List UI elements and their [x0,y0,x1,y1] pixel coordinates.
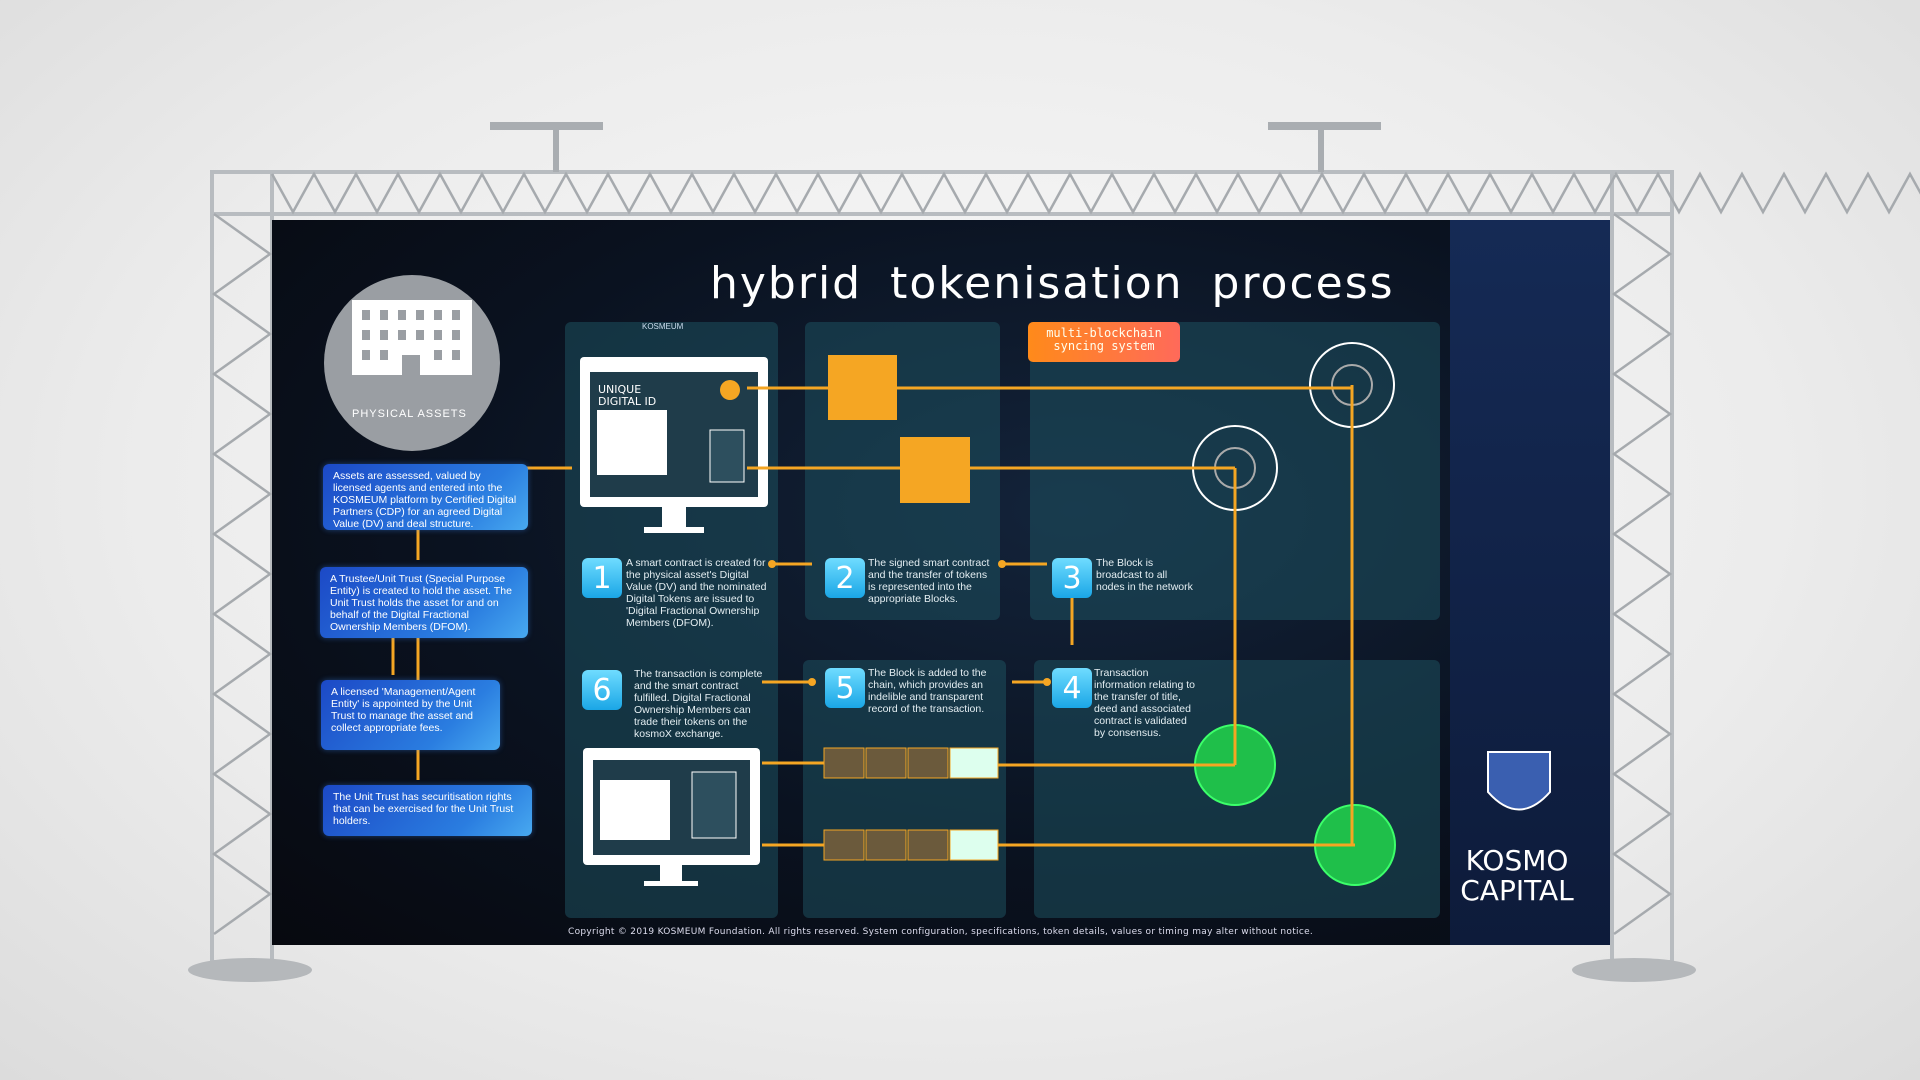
network-node-white [1192,342,1395,511]
left-step-4: The Unit Trust has securitisation rights… [323,785,532,836]
step-5-text: The Block is added to the chain, which p… [868,667,987,715]
brand-line-2: CAPITAL [1460,874,1574,907]
left-step-1: Assets are assessed, valued by licensed … [323,464,528,530]
banner-brand-strip [1450,220,1610,945]
step-4-number: 4 [1052,668,1092,708]
block-icon [828,355,897,420]
step-3-text: The Block is broadcast to all nodes in t… [1096,557,1193,593]
monitor-top [580,357,768,533]
step-5-number: 5 [825,668,865,708]
left-step-3: A licensed 'Management/Agent Entity' is … [321,680,500,750]
step-6-number: 6 [582,670,622,710]
step-1-number: 1 [582,558,622,598]
monitor-bottom [583,748,760,886]
page-title: hybrid tokenisation process [710,258,1395,309]
brand-line-1: KOSMO [1465,844,1569,877]
step-3-number: 3 [1052,558,1092,598]
block-icon [900,437,970,503]
chain-top [823,747,999,779]
step-4-text: Transaction information relating to the … [1094,667,1195,739]
multi-blockchain-badge: multi-blockchain syncing system [1028,322,1180,362]
kosmo-capital-crest [1487,751,1551,811]
flow-graphics [324,275,1551,886]
unique-digital-id-label: UNIQUE DIGITAL ID [598,383,657,408]
step-2-text: The signed smart contract and the transf… [868,557,990,605]
network-node-green [1194,724,1396,886]
banner: hybrid tokenisation process [272,220,1610,945]
step-6-text: The transaction is complete and the smar… [634,668,763,740]
left-step-2: A Trustee/Unit Trust (Special Purpose En… [320,567,528,638]
brand-name: KOSMO CAPITAL [1442,846,1592,906]
step-1-text: A smart contract is created for the phys… [626,557,767,629]
copyright: Copyright © 2019 KOSMEUM Foundation. All… [568,927,1314,937]
chain-bottom [823,829,999,861]
kosmeum-logo: KOSMEUM [642,322,684,331]
physical-assets-label: PHYSICAL ASSETS [352,408,467,420]
step-2-number: 2 [825,558,865,598]
